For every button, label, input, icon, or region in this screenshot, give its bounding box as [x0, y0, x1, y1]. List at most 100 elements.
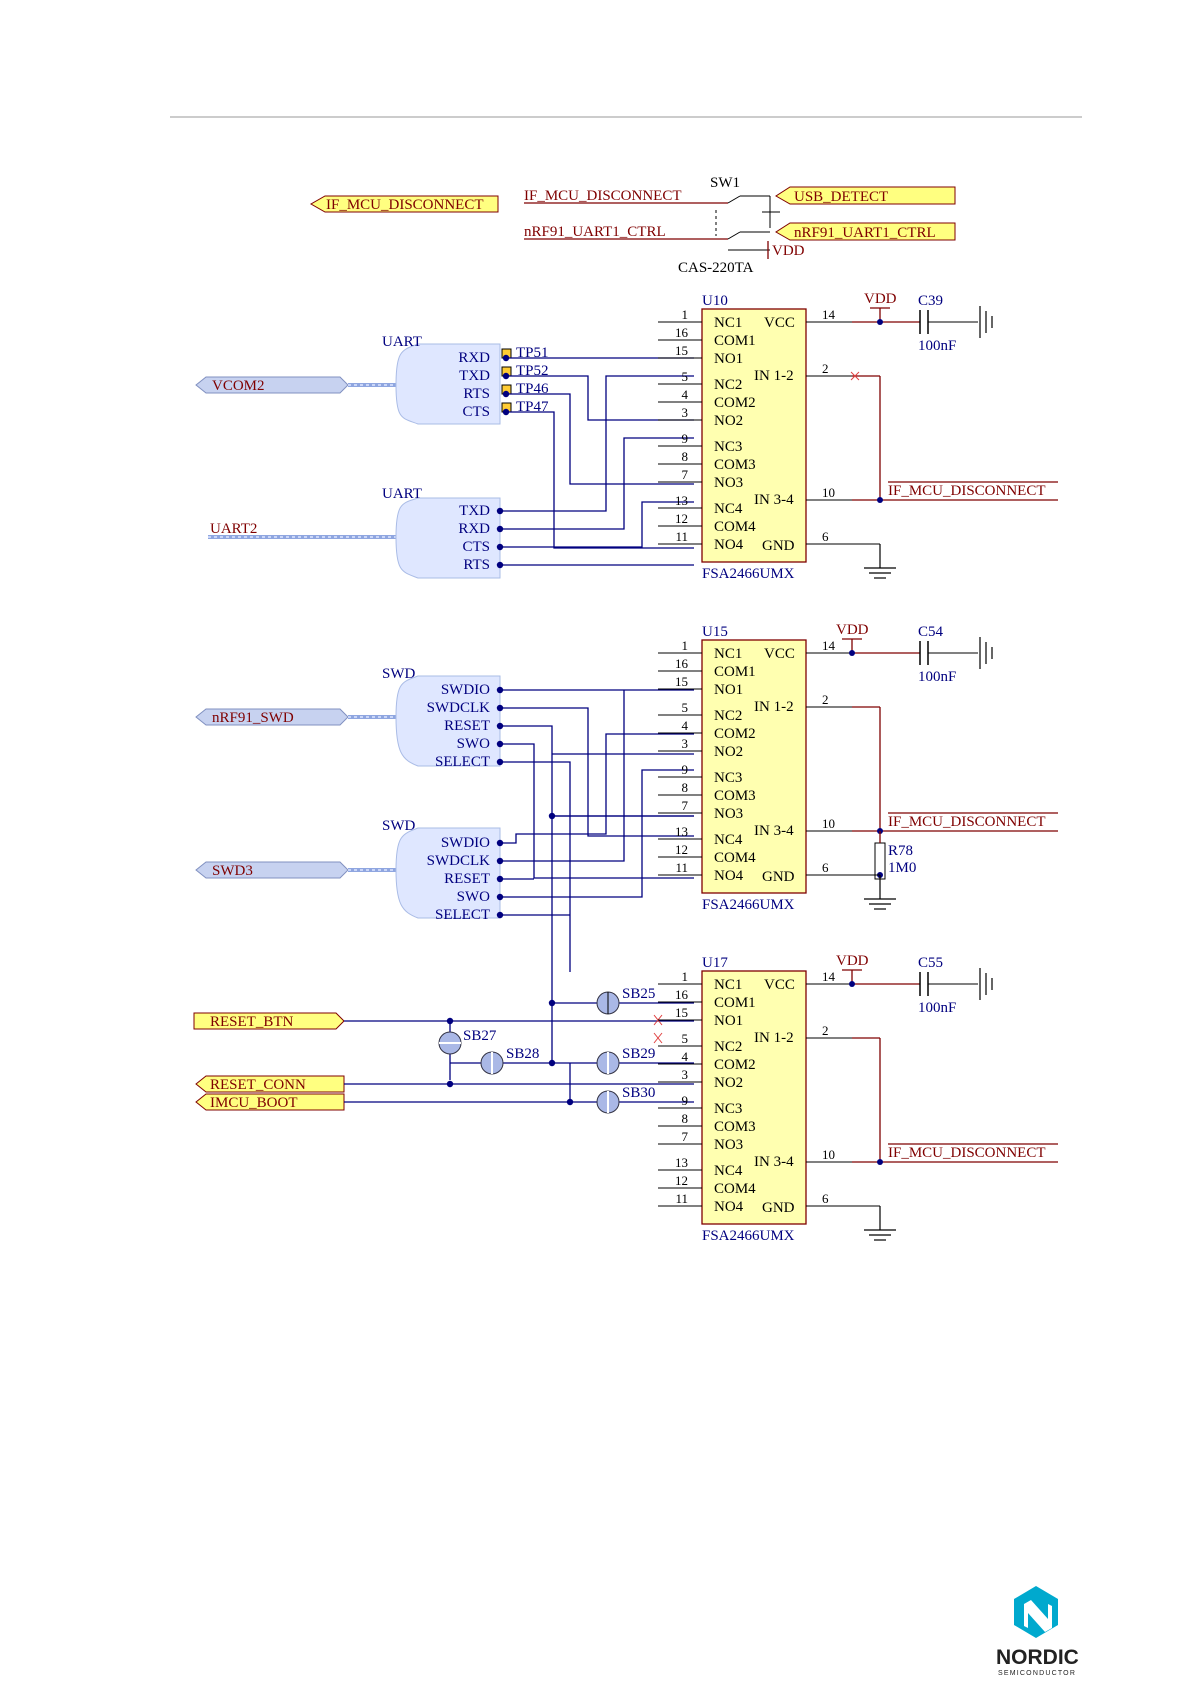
harness-uart2-pin: TXD	[459, 503, 490, 519]
chip-pin-name: NO3	[714, 1137, 743, 1153]
nordic-logo: NORDIC SEMICONDUCTOR	[996, 1586, 1079, 1677]
resistor-value: 1M0	[888, 860, 916, 876]
chip-pin-name: NO2	[714, 744, 743, 760]
harness-swd1-title: SWD	[382, 666, 416, 682]
switch-sw1: IF_MCU_DISCONNECT IF_MCU_DISCONNECT nRF9…	[309, 175, 956, 276]
harness-swd2-pin: SELECT	[435, 907, 490, 923]
chip-pin-number: 3	[682, 736, 689, 751]
chip-part: FSA2466UMX	[702, 897, 795, 913]
chip-pin-name: IN 1-2	[754, 1030, 794, 1046]
port-swd3	[195, 861, 349, 879]
sb-label: SB29	[622, 1046, 655, 1062]
testpoint-label: TP46	[516, 381, 549, 397]
chip-pin-name: COM1	[714, 664, 756, 680]
sb-label: SB28	[506, 1046, 539, 1062]
sb-label: SB30	[622, 1085, 655, 1101]
chip-pin-number: 5	[682, 1031, 689, 1046]
chip-pin-number: 2	[822, 361, 829, 376]
chip-pin-number: 5	[682, 700, 689, 715]
chip-ref: U17	[702, 955, 728, 971]
chip-pin-number: 1	[682, 969, 689, 984]
chip-pin-name: IN 3-4	[754, 823, 794, 839]
testpoint-label: TP47	[516, 399, 549, 415]
chip-pin-name: COM2	[714, 1057, 756, 1073]
chip-pin-name: COM4	[714, 519, 756, 535]
chip-pin-name: NC3	[714, 1101, 742, 1117]
chip-pin-name: COM3	[714, 788, 756, 804]
chip-pin-name: NC4	[714, 832, 743, 848]
chip-pin-number: 12	[675, 1173, 688, 1188]
port-vcom2	[195, 376, 349, 394]
chip-pin-name: COM2	[714, 726, 756, 742]
net-label-if-mcu: IF_MCU_DISCONNECT	[888, 483, 1046, 499]
block-u17: RESET_BTN RESET_CONN IMCU_BOOT SB25 SB27…	[193, 986, 694, 1114]
port-usb-detect	[775, 186, 956, 205]
chip-pin-name: VCC	[764, 977, 795, 993]
harness-uart1	[395, 343, 501, 425]
vdd-label: VDD	[836, 622, 869, 638]
chip-pin-number: 12	[675, 511, 688, 526]
chip-pin-name: NO4	[714, 537, 744, 553]
chip-pin-name: NO2	[714, 1075, 743, 1091]
chip-pin-number: 14	[822, 969, 836, 984]
chip-pin-name: COM2	[714, 395, 756, 411]
port-if-mcu-disconnect-label: IF_MCU_DISCONNECT	[326, 197, 484, 213]
chip-pin-name: NC1	[714, 315, 742, 331]
chip-pin-name: NO1	[714, 351, 743, 367]
chip-part: FSA2466UMX	[702, 566, 795, 582]
chip-body	[701, 639, 807, 894]
harness-swd2-pin: SWO	[457, 889, 491, 905]
chip-pin-number: 13	[675, 824, 688, 839]
chip-body	[701, 970, 807, 1225]
chip-pin-number: 6	[822, 1191, 829, 1206]
chip-pin-number: 4	[682, 718, 689, 733]
chip-pin-number: 15	[675, 1005, 688, 1020]
chip-pin-number: 11	[675, 529, 688, 544]
chip-pin-name: IN 3-4	[754, 1154, 794, 1170]
chip-pin-name: IN 3-4	[754, 492, 794, 508]
harness-uart1-pin: RTS	[463, 386, 490, 402]
vdd-label: VDD	[864, 291, 897, 307]
chip-pin-name: VCC	[764, 646, 795, 662]
solder-bridge-sb30: SB30	[596, 1085, 655, 1114]
chip-pin-name: NO4	[714, 868, 744, 884]
chip-pin-number: 2	[822, 692, 829, 707]
vdd-label: VDD	[836, 953, 869, 969]
chip-pin-number: 4	[682, 1049, 689, 1064]
solder-bridge-sb29: SB29	[596, 1046, 655, 1075]
chip-ref: U15	[702, 624, 728, 640]
cap-ref: C55	[918, 955, 943, 971]
block-u15: nRF91_SWD SWD SWDIO SWDCLK RESET SWO SEL…	[195, 666, 694, 1063]
harness-swd1	[395, 675, 501, 767]
sw1-net-usb-detect: USB_DETECT	[794, 189, 888, 205]
chip-pin-number: 10	[822, 485, 835, 500]
switch-chip: U10FSA2466UMX1NC116COM115NO15NC24COM23NO…	[658, 291, 1058, 582]
sw1-ref: SW1	[710, 175, 740, 191]
chip-pin-number: 14	[822, 638, 836, 653]
testpoint-label: TP51	[516, 345, 549, 361]
chip-pin-number: 11	[675, 860, 688, 875]
solder-bridge-sb28: SB28	[480, 1046, 539, 1075]
harness-swd2-title: SWD	[382, 818, 416, 834]
chip-pin-number: 15	[675, 343, 688, 358]
port-nrf91-swd-label: nRF91_SWD	[212, 710, 294, 726]
chip-pin-name: GND	[762, 538, 795, 554]
harness-uart2-pin: RTS	[463, 557, 490, 573]
harness-uart1-pin: RXD	[458, 350, 490, 366]
cap-ref: C39	[918, 293, 943, 309]
harness-swd2-pin: SWDCLK	[427, 853, 491, 869]
chip-pin-number: 3	[682, 405, 689, 420]
chip-pin-name: GND	[762, 869, 795, 885]
chip-pin-number: 13	[675, 1155, 688, 1170]
chip-pin-number: 12	[675, 842, 688, 857]
chip-pin-name: NC4	[714, 501, 743, 517]
port-reset-btn-label: RESET_BTN	[210, 1014, 294, 1030]
chip-pin-number: 4	[682, 387, 689, 402]
chip-pin-number: 13	[675, 493, 688, 508]
resistor-ref: R78	[888, 843, 913, 859]
sw1-part: CAS-220TA	[678, 260, 754, 276]
chip-part: FSA2466UMX	[702, 1228, 795, 1244]
chip-pin-name: COM4	[714, 850, 756, 866]
chip-pin-number: 8	[682, 780, 689, 795]
